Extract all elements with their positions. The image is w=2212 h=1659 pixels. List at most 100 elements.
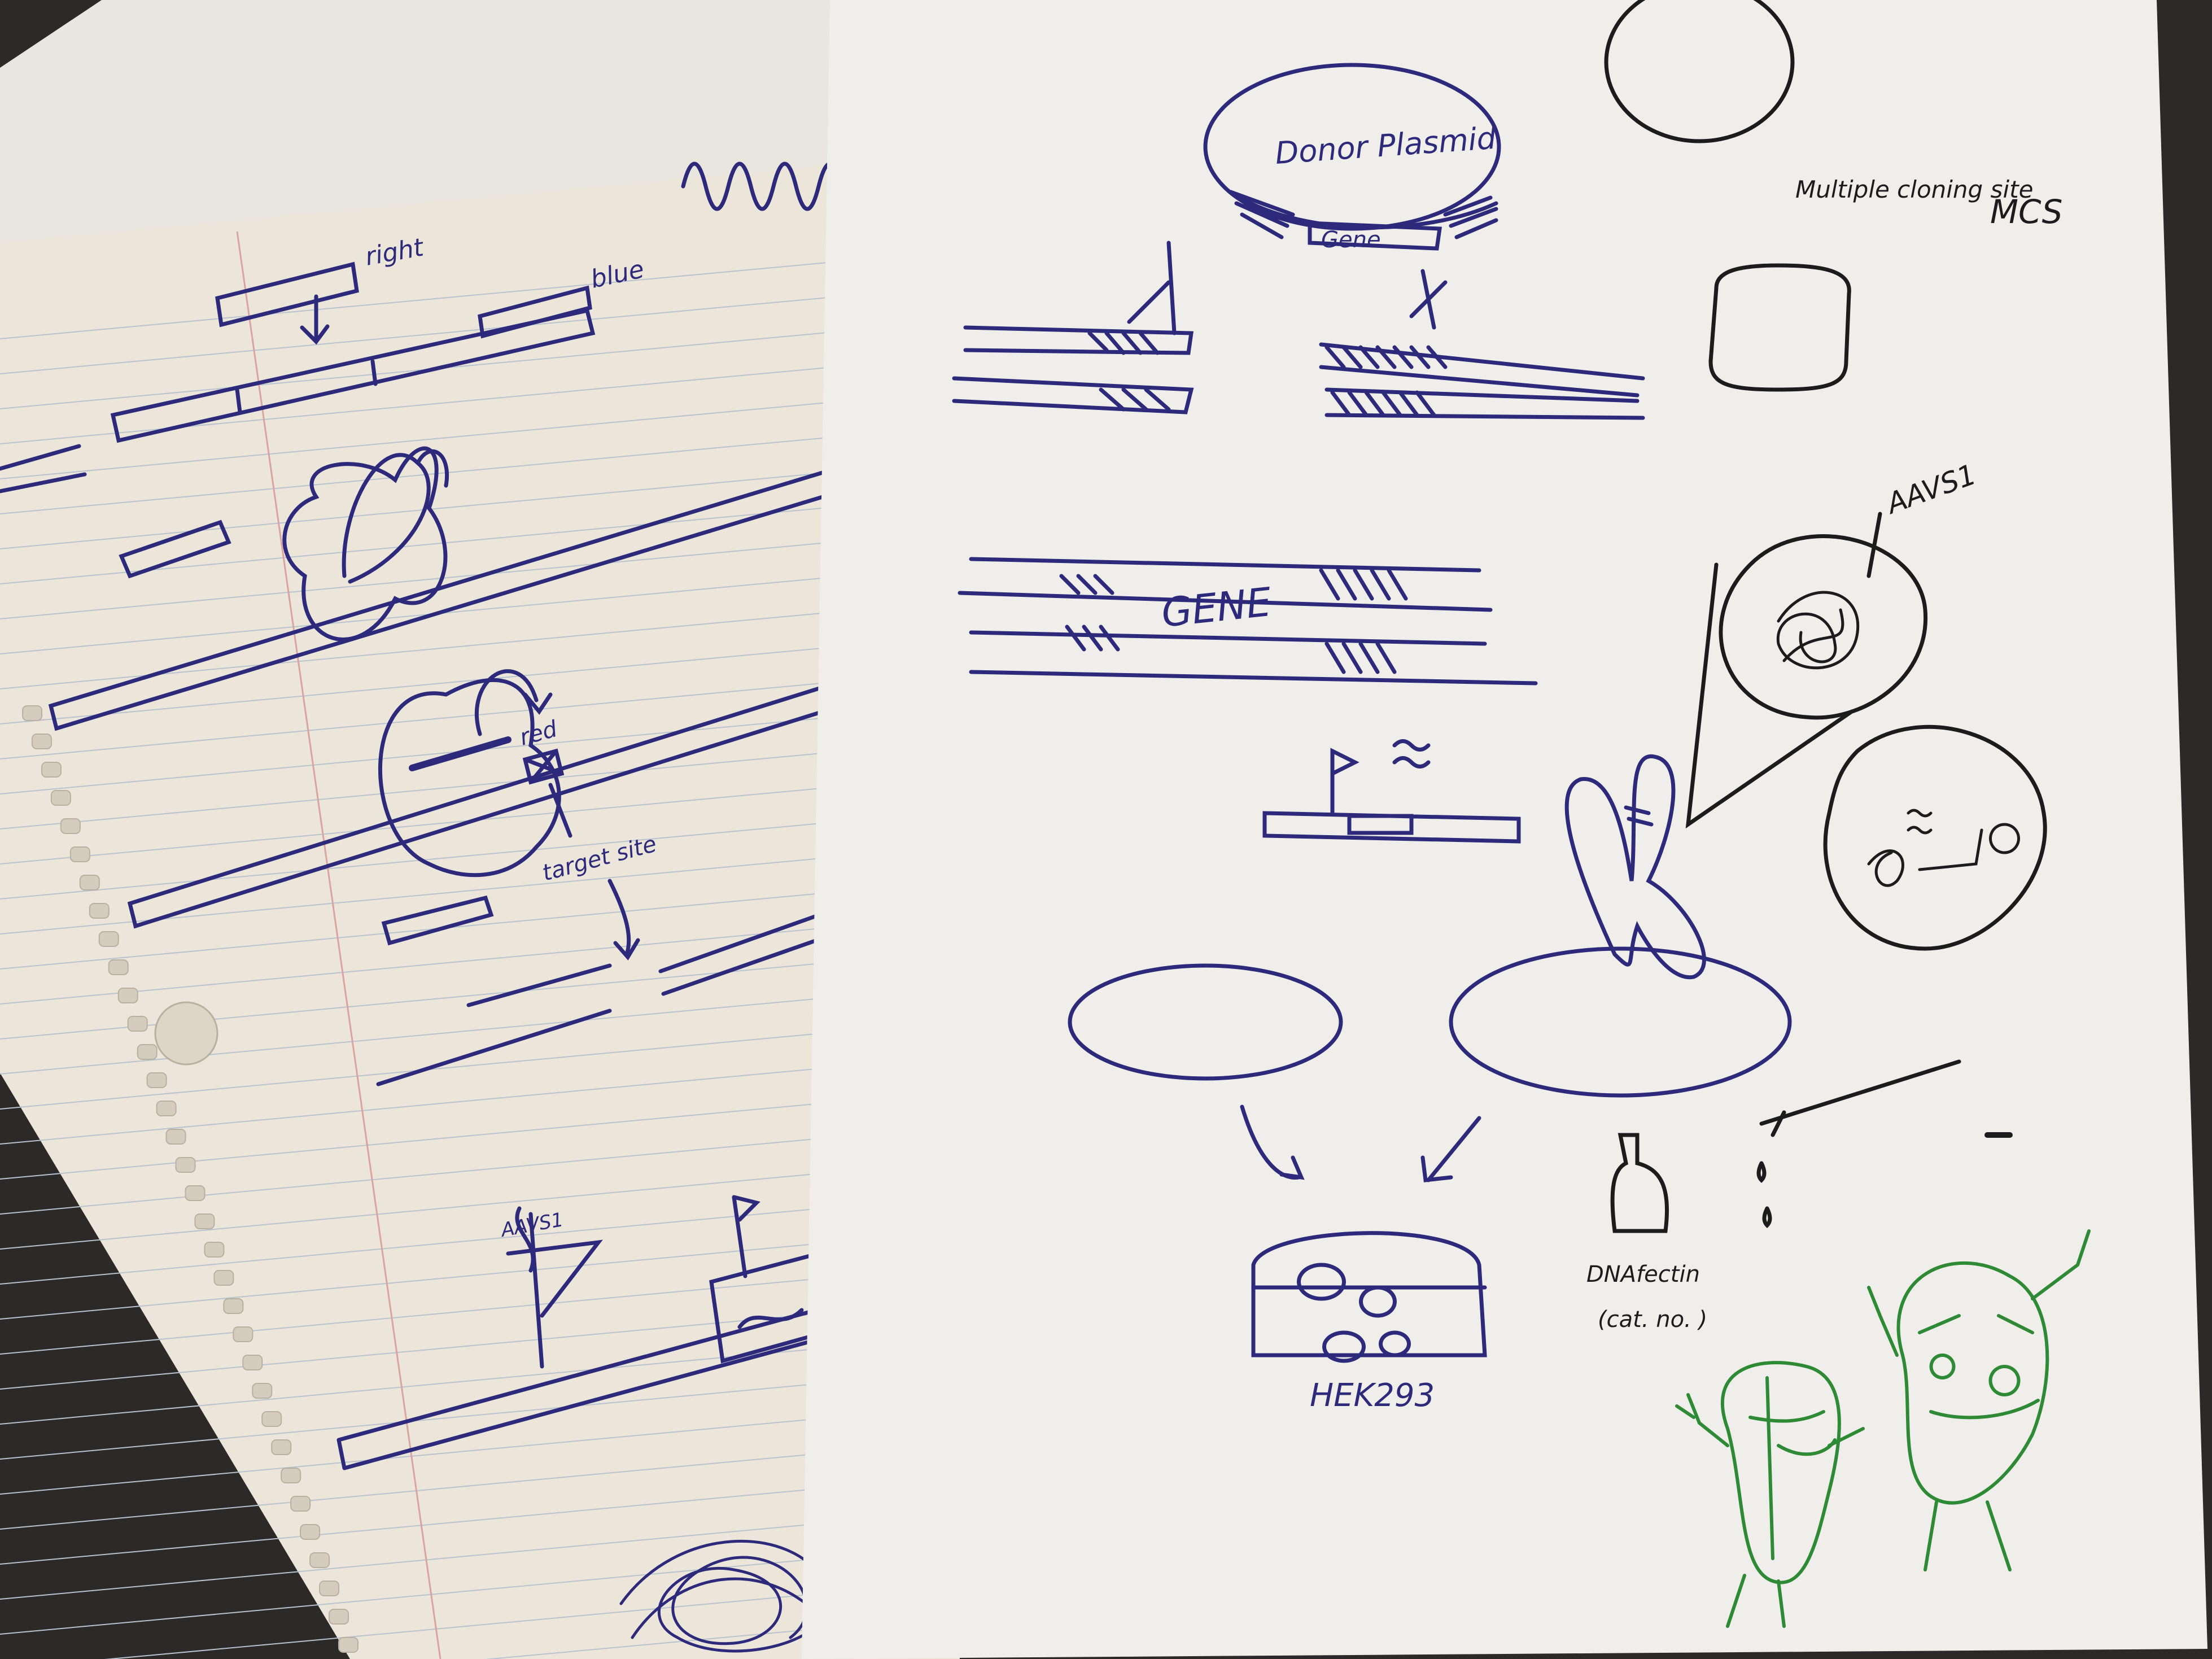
label-hek293: HEK293 <box>1310 1377 1435 1414</box>
chromosome <box>1564 754 1706 979</box>
perforation-hole <box>290 1496 311 1512</box>
ruled-line <box>0 434 859 514</box>
dna-strand-left <box>0 444 87 494</box>
chromosome-band <box>1624 805 1654 827</box>
ruled-line <box>0 1379 859 1460</box>
perforation-hole <box>242 1355 263 1370</box>
ruled-line <box>0 259 859 339</box>
perforation-hole <box>41 762 62 778</box>
perforation-hole <box>319 1581 340 1596</box>
cut-marker <box>522 748 572 838</box>
dish-left <box>1068 963 1343 1081</box>
integrated-strand-2 <box>958 591 1493 612</box>
ruled-line <box>0 924 859 1005</box>
thick-segment <box>409 736 512 771</box>
front-sheet-sketches <box>952 0 2047 1363</box>
cell-1 <box>1297 1263 1411 1363</box>
perforation-hole <box>146 1072 167 1088</box>
ruled-line <box>0 1520 859 1600</box>
integrated-hatch-c <box>1065 625 1120 652</box>
perforation-hole <box>156 1101 177 1116</box>
hatch-2 <box>1099 387 1171 412</box>
plasmid-hatch-right <box>1443 195 1498 239</box>
plasmid-gene-band <box>1229 190 1498 251</box>
perforation-hole <box>165 1129 186 1145</box>
arrow-left-dish <box>1240 1104 1305 1180</box>
perforation-hole <box>137 1044 158 1060</box>
flap-box <box>119 519 231 579</box>
label-mcs: MCS <box>1990 193 2062 231</box>
right-arm-box <box>215 261 359 328</box>
blue-arm-box <box>478 285 592 339</box>
ruled-line <box>0 819 859 900</box>
notebook-paper <box>0 164 960 1659</box>
pen-stroke-right <box>1759 1059 1961 1137</box>
integrated-hatch-a <box>1059 574 1114 595</box>
cross-line-2 <box>1409 269 1448 330</box>
ruled-line <box>0 1204 859 1285</box>
perforation-hole <box>261 1411 282 1427</box>
strand-cut-2 <box>952 376 1194 414</box>
ruled-line <box>0 1099 859 1180</box>
arrow-down <box>300 294 330 345</box>
front-paper <box>802 0 2207 1659</box>
ruled-line <box>0 1309 859 1390</box>
guide-rna-loop <box>342 449 449 584</box>
nucleus-circle <box>1719 534 1928 720</box>
front-sheet: Donor Plasmid Gene GENE Multiple cloning… <box>802 0 2207 1659</box>
arrow-right-dish <box>1420 1116 1481 1182</box>
empty-circle-top <box>1604 0 1795 143</box>
perforation-hole <box>233 1326 253 1342</box>
drops <box>1756 1161 1772 1228</box>
pointer-line-aavs1 <box>1866 512 1882 578</box>
ruled-line <box>104 1590 859 1659</box>
dna-fectin-bottle <box>1610 1133 1669 1233</box>
ruled-line <box>0 1064 859 1145</box>
label-cat-no: (cat. no. ) <box>1598 1307 1707 1333</box>
cas9-blob <box>282 446 448 641</box>
cell-circle <box>1823 725 2047 951</box>
perforation-hole <box>271 1439 292 1455</box>
label-dnafectin: DNAfectin <box>1586 1261 1700 1287</box>
integrated-hatch-b <box>1319 568 1408 601</box>
label-gene-insert: GENE <box>1159 579 1274 636</box>
cut-left-piece <box>381 895 494 946</box>
cross-line-1 <box>1127 241 1177 335</box>
perforation-hole <box>204 1242 225 1258</box>
hatch-1 <box>1087 331 1160 355</box>
perforation-hole <box>213 1270 234 1286</box>
ruled-line <box>0 679 859 759</box>
perforation-hole <box>127 1016 148 1032</box>
dna-strand-top <box>110 308 596 443</box>
perforation-hole <box>98 931 119 947</box>
hatch-3 <box>1324 345 1448 369</box>
left-character-body <box>1720 1361 1841 1584</box>
perforation-hole <box>175 1157 196 1173</box>
perforation-hole <box>309 1552 330 1568</box>
promoter-flag <box>1330 748 1359 815</box>
perforation-hole <box>31 734 52 749</box>
dish-right <box>1449 946 1792 1098</box>
hatch-4 <box>1330 390 1436 417</box>
transcript-wave <box>1392 739 1431 769</box>
label-gene: Gene <box>1321 227 1381 253</box>
cell-contents <box>1867 809 2020 887</box>
perforation-hole <box>338 1637 359 1653</box>
plasmid-hatch-left <box>1229 190 1295 239</box>
binder-hole <box>154 1001 218 1066</box>
ruled-line <box>0 1134 859 1215</box>
perforation-hole <box>89 903 110 919</box>
perforation-hole <box>281 1468 301 1483</box>
notebook-sheet: right blue red target site AAVS1 <box>0 161 960 1659</box>
perforation-hole <box>194 1213 215 1229</box>
perforation-hole <box>117 988 138 1003</box>
ruled-line <box>0 1450 859 1530</box>
dna-scribble-nucleus <box>1776 591 1860 670</box>
ruled-line <box>0 889 859 970</box>
perforation-hole <box>50 790 71 806</box>
ruled-line <box>0 294 859 374</box>
ruled-line <box>0 644 859 724</box>
ruled-line <box>0 1344 859 1425</box>
long-strand-c <box>336 1296 866 1470</box>
